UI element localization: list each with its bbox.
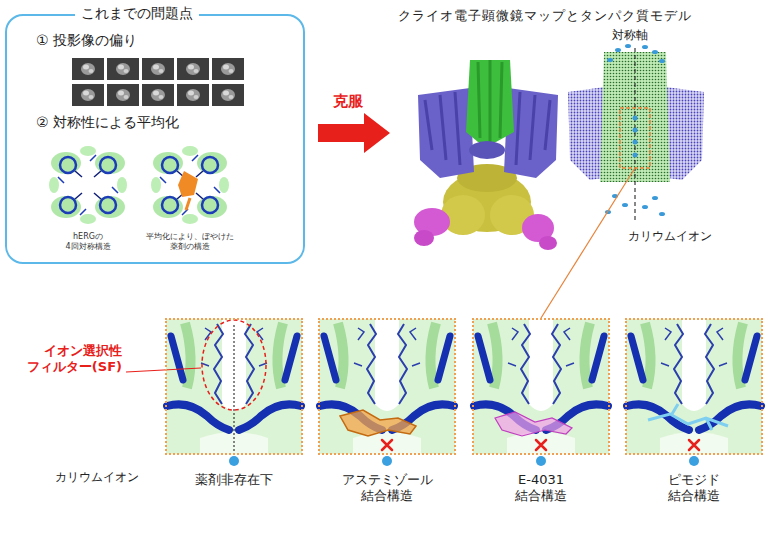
filter-label: イオン選択性 フィルター(SF): [8, 343, 122, 374]
problem-item: ② 対称性による平均化: [36, 114, 179, 131]
sf-panel: アステミゾール 結合構造: [318, 318, 456, 455]
ion-label: カリウムイオン: [628, 229, 712, 243]
sub-caption: hERGの 4回対称構造: [59, 232, 117, 251]
projection-images: [72, 58, 244, 106]
problem-box: これまでの問題点: [5, 14, 305, 264]
sub-caption: 平均化により、ぼやけた 薬剤の構造: [142, 232, 238, 251]
axis-label: 対称軸: [612, 28, 648, 42]
zoom-leader: [541, 168, 635, 318]
sf-panel: 薬剤非存在下: [165, 318, 303, 455]
sf-panel: ピモジド 結合構造: [625, 318, 763, 455]
protein-model: [568, 44, 704, 222]
box-heading: これまでの問題点: [75, 5, 199, 22]
panel-caption: ピモジド 結合構造: [646, 472, 742, 503]
arrow-label: 克服: [333, 92, 363, 110]
averaged-structure: [151, 146, 229, 224]
sf-panels: [126, 319, 762, 466]
figure-title: クライオ電子顕微鏡マップとタンパク質モデル: [398, 8, 692, 24]
ion-label: カリウムイオン: [55, 470, 139, 484]
sf-panel: E-4031 結合構造: [472, 318, 610, 455]
overcome-arrow: [318, 113, 390, 153]
panel-caption: アステミゾール 結合構造: [339, 472, 435, 503]
panel-caption: E-4031 結合構造: [493, 472, 589, 503]
problem-item: ① 投影像の偏り: [36, 32, 137, 49]
panel-caption: 薬剤非存在下: [186, 472, 282, 488]
symmetric-structure: [49, 146, 127, 224]
cryo-em-map: [414, 60, 558, 250]
